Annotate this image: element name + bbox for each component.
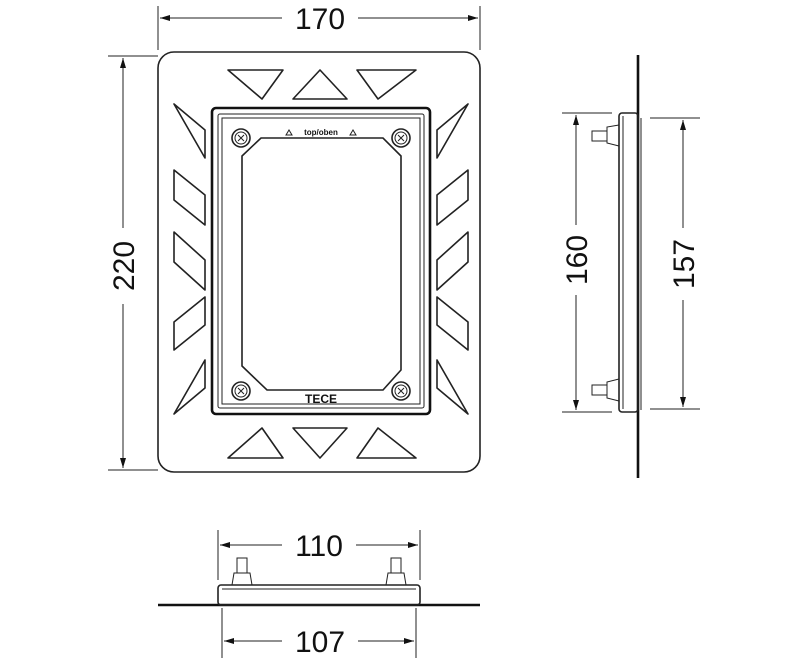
up-triangle-icon [349, 129, 357, 136]
pin [591, 378, 620, 402]
dimension-label: 157 [668, 239, 701, 289]
inner-frame [210, 106, 432, 416]
dimension-label: 220 [108, 241, 141, 291]
dimension-inner-height: 157 [650, 117, 701, 410]
frame-bottom [217, 584, 421, 606]
frame-side [618, 112, 639, 413]
dimension-outer-height: 160 [561, 112, 612, 413]
plate-cutouts [173, 69, 469, 459]
bottom-view: 110 107 [158, 530, 480, 659]
mounting-plate-outline [157, 51, 481, 473]
dimension-inner-width: 107 [221, 608, 417, 659]
screw-icon [391, 381, 411, 401]
screw-icon [231, 381, 251, 401]
pin [385, 557, 407, 586]
dimension-label: 170 [295, 3, 345, 36]
dimension-width: 170 [157, 3, 481, 50]
pin [591, 124, 620, 147]
screw-icon [231, 128, 251, 148]
dimension-outer-width: 110 [217, 530, 421, 580]
screw-icon [391, 128, 411, 148]
dimension-label: 110 [295, 530, 343, 563]
frame-opening [241, 137, 402, 391]
up-triangle-icon [285, 129, 293, 136]
dimension-height: 220 [108, 55, 158, 471]
top-marking-label: top/oben [304, 128, 338, 137]
dimension-label: 107 [295, 626, 345, 659]
pin [231, 557, 253, 586]
screw-icons [231, 128, 411, 401]
dimension-label: 160 [561, 235, 594, 285]
side-view: 160 157 [561, 55, 701, 478]
brand-logo: TECE [305, 392, 337, 406]
front-view: top/oben TECE 170 220 [108, 3, 481, 473]
